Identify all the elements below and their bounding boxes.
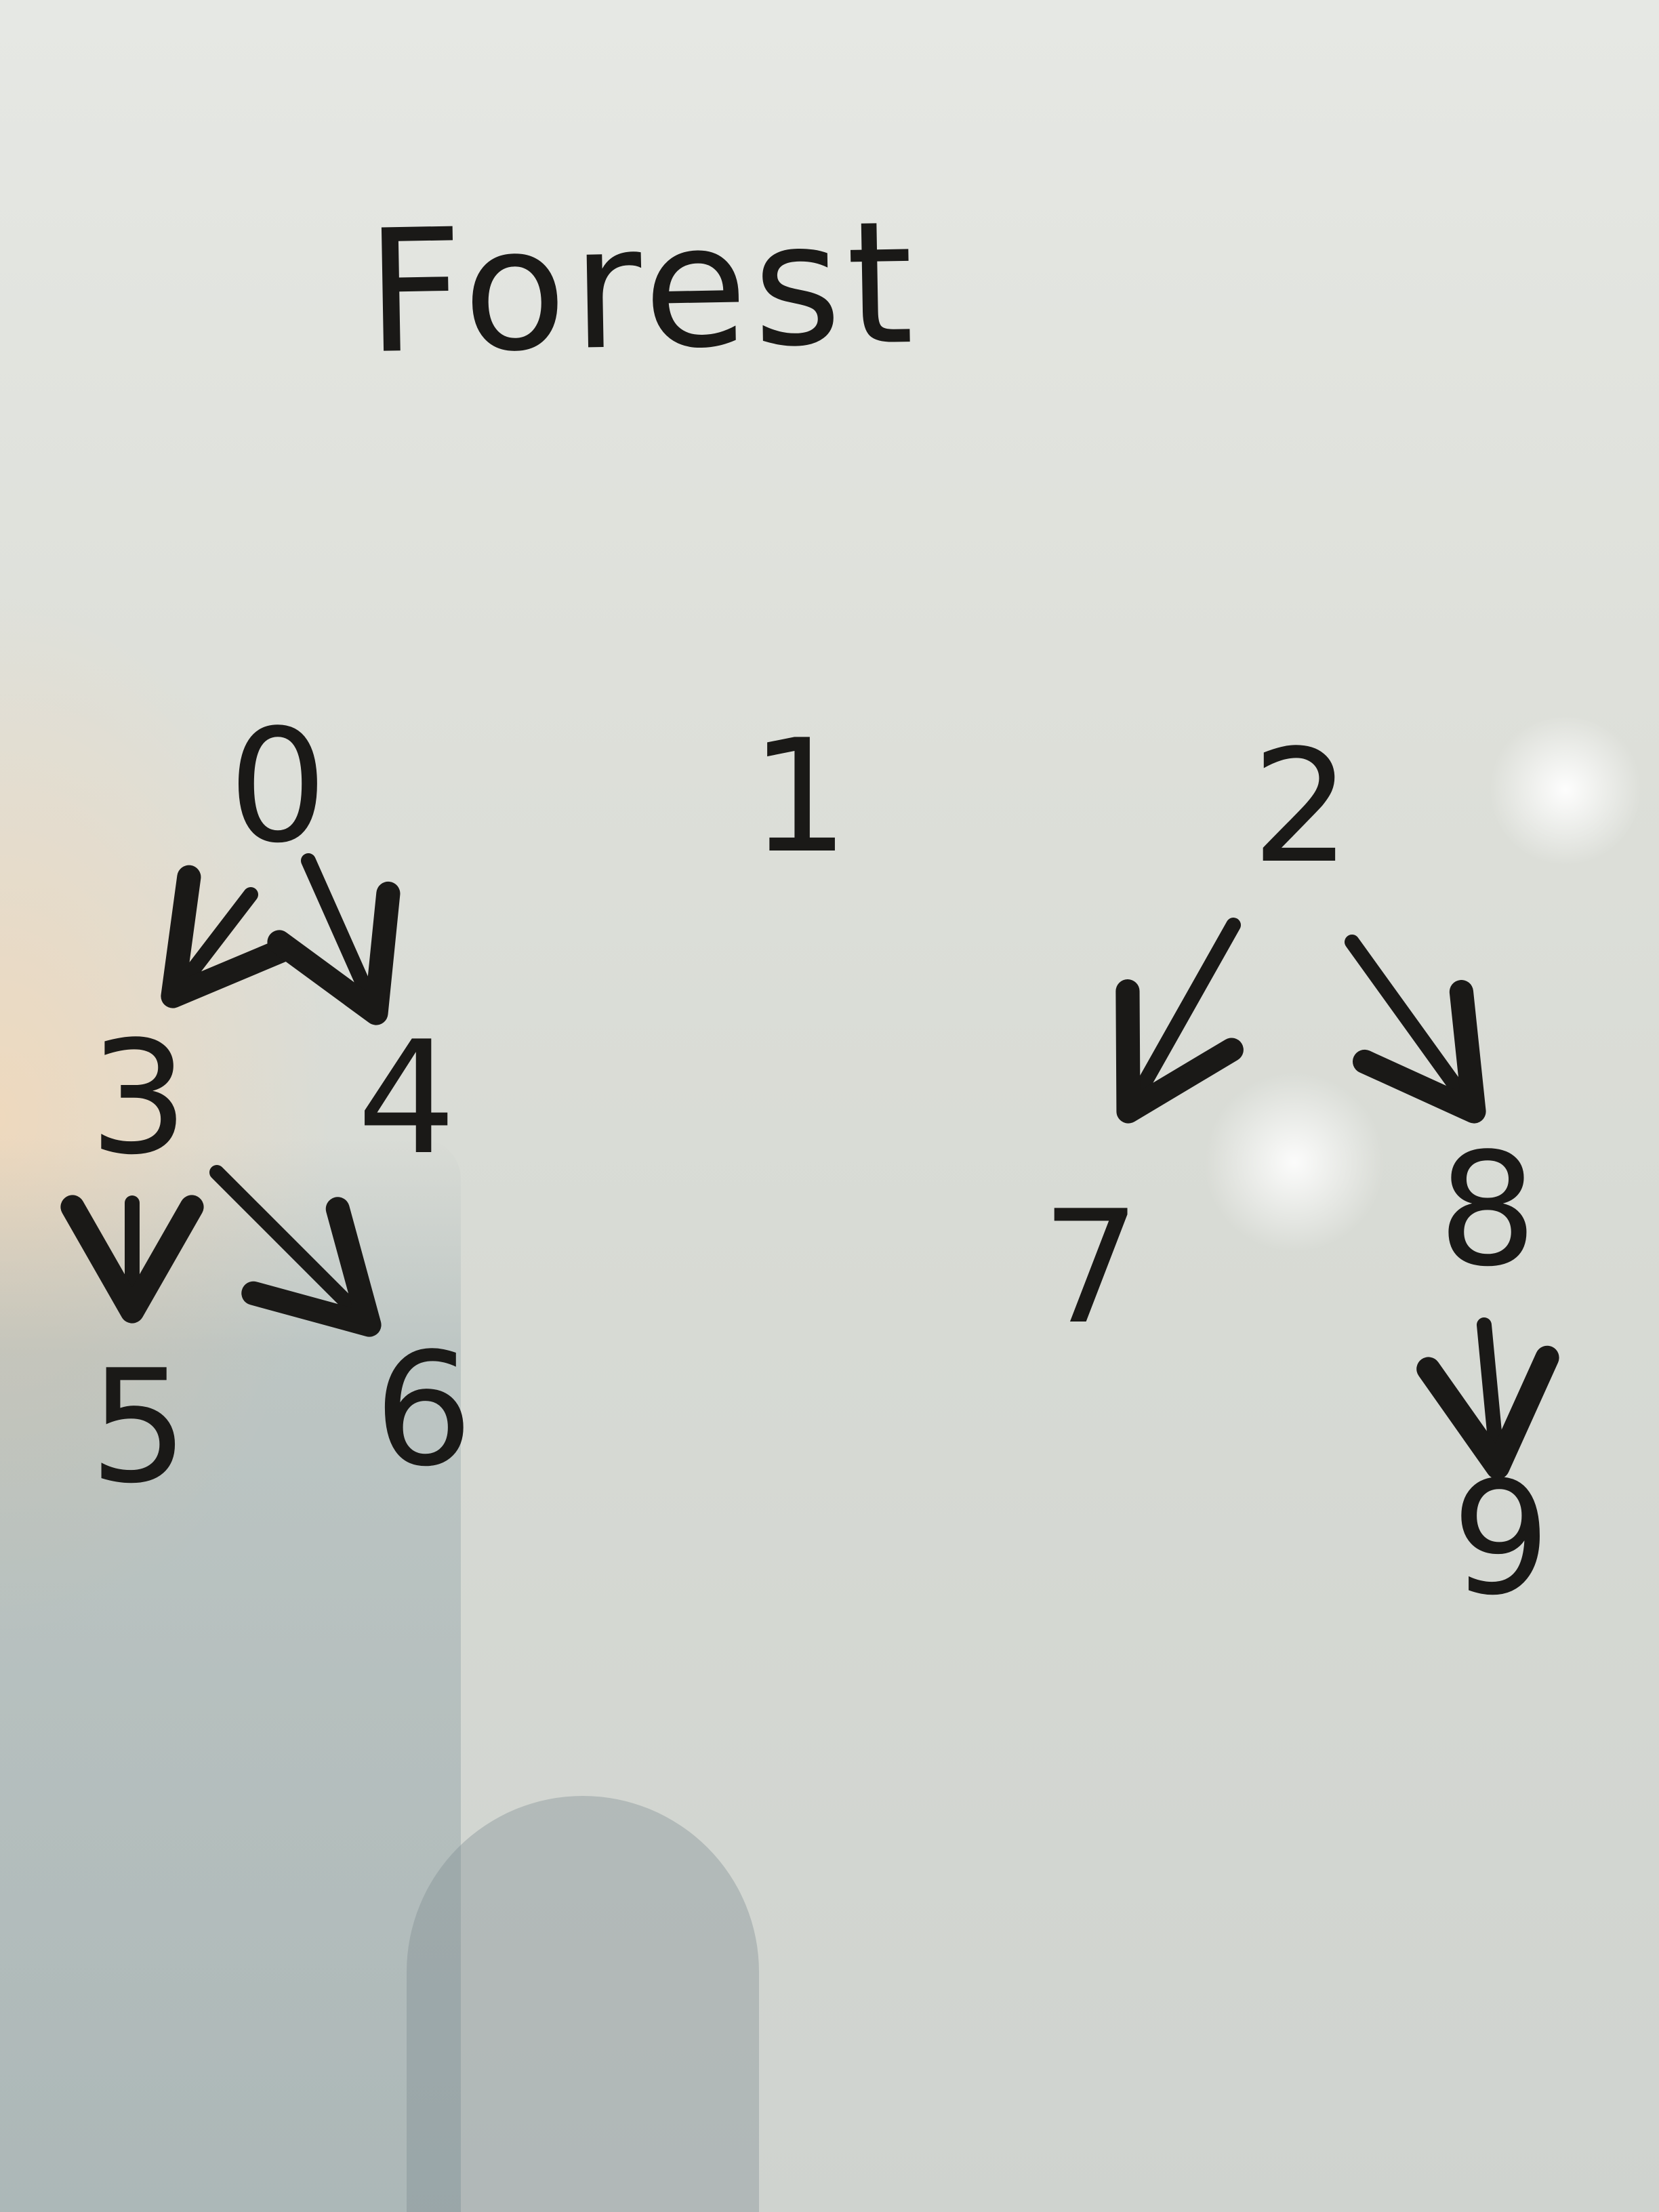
node-1: 1	[750, 707, 849, 888]
edge-0-4	[267, 853, 401, 1025]
nodes-group: 0 1 2 3 4 5 6 7 8 9	[89, 697, 1551, 1630]
node-5: 5	[89, 1337, 188, 1518]
node-2: 2	[1252, 717, 1351, 898]
edge-2-8	[1345, 935, 1486, 1124]
edge-0-3	[161, 865, 296, 1008]
node-4: 4	[357, 1008, 456, 1189]
node-6: 6	[374, 1320, 473, 1501]
node-3: 3	[89, 1008, 188, 1189]
edge-3-6	[209, 1165, 382, 1337]
node-7: 7	[1042, 1178, 1141, 1359]
node-0: 0	[228, 697, 327, 878]
edge-2-7	[1115, 918, 1244, 1124]
edge-8-9	[1416, 1317, 1559, 1479]
edges-group	[60, 853, 1559, 1479]
shadow-bottom	[407, 1796, 759, 2212]
node-9: 9	[1452, 1449, 1551, 1630]
node-8: 8	[1438, 1120, 1537, 1301]
